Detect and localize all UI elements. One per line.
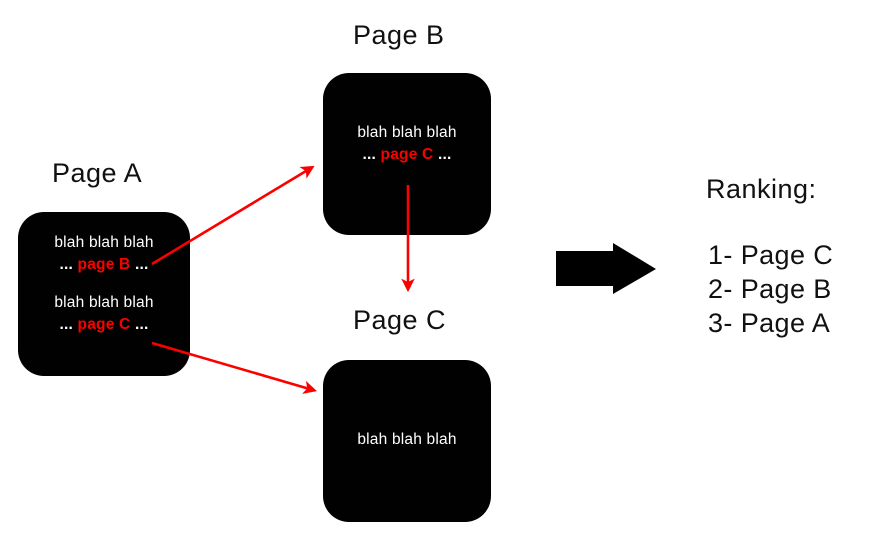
page-a-line-2-prefix: ... [59, 256, 78, 273]
page-a-box[interactable]: blah blah blah ... page B ... blah blah … [18, 212, 190, 376]
page-a-line-2-suffix: ... [130, 256, 149, 273]
result-arrow-icon [556, 243, 656, 294]
ranking-item-2: 2- Page B [708, 274, 832, 304]
page-b-line-2-suffix: ... [433, 146, 452, 163]
ranking-item-1: 1- Page C [708, 240, 834, 270]
page-a-line-4: ... page C ... [18, 316, 190, 334]
page-a-line-4-prefix: ... [59, 316, 78, 333]
page-a-line-1: blah blah blah [54, 234, 154, 251]
page-a-line-3: blah blah blah [54, 294, 154, 311]
page-b-link-c[interactable]: page C [380, 146, 434, 163]
ranking-list: 1- Page C 2- Page B 3- Page A [708, 238, 833, 340]
page-a-link-b[interactable]: page B [77, 256, 131, 273]
page-b-line-2-prefix: ... [362, 146, 381, 163]
page-a-title: Page A [52, 158, 143, 188]
page-c-box[interactable]: blah blah blah [323, 360, 491, 522]
page-c-line-1: blah blah blah [357, 431, 457, 448]
page-a-line-4-suffix: ... [130, 316, 149, 333]
ranking-item-3: 3- Page A [708, 308, 831, 338]
page-b-title: Page B [353, 20, 445, 50]
page-a-link-c[interactable]: page C [77, 316, 131, 333]
page-b-line-2: ... page C ... [323, 146, 491, 164]
page-b-line-1: blah blah blah [357, 124, 457, 141]
ranking-heading: Ranking: [706, 174, 817, 204]
page-c-title: Page C [353, 305, 447, 335]
page-a-line-2: ... page B ... [18, 256, 190, 274]
page-b-box[interactable]: blah blah blah ... page C ... [323, 73, 491, 235]
